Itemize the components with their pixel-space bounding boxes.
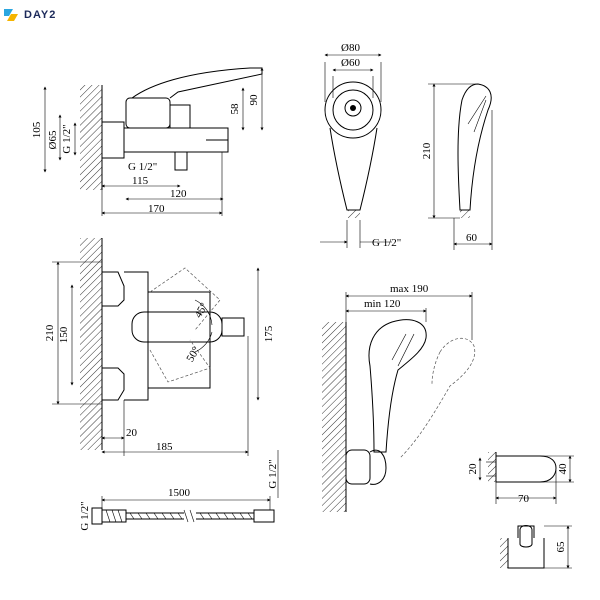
dim-shower-210: 210: [421, 142, 433, 159]
mixer-side-view: 105 Ø65 G 1/2" 58 90 G 1/2" 115 120 170: [31, 67, 264, 216]
dim-front-185: 185: [156, 441, 173, 453]
wall-hatch: [80, 85, 102, 190]
dim-d80: Ø80: [341, 42, 360, 54]
dim-115: 115: [132, 175, 149, 187]
dim-105: 105: [31, 121, 43, 138]
dim-65: Ø65: [47, 130, 59, 149]
dim-front-210: 210: [44, 324, 56, 341]
holder-detail-view: 20 40 70 65: [467, 452, 574, 569]
shower-side-view: 210 60: [421, 83, 493, 250]
brand-name: DAY2: [24, 9, 57, 21]
dim-hose-g12-right: G 1/2": [267, 459, 279, 488]
mixer-front-view: 210 150 175 45° 50° 20 185: [44, 238, 275, 456]
dim-max190: max 190: [390, 283, 429, 295]
day2-logo-icon: [4, 9, 18, 21]
dim-min120: min 120: [364, 298, 401, 310]
dim-holder-65: 65: [555, 541, 567, 553]
dim-d60: Ø60: [341, 57, 360, 69]
dim-g12: G 1/2": [61, 124, 73, 153]
dim-hose-g12-left: G 1/2": [79, 501, 91, 530]
dim-58: 58: [229, 103, 241, 115]
dim-90: 90: [248, 94, 260, 106]
brand-logo: DAY2: [2, 4, 72, 26]
dim-shower-60: 60: [466, 232, 478, 244]
dim-holder-70: 70: [518, 493, 530, 505]
dim-170: 170: [148, 203, 165, 215]
dim-holder-20: 20: [467, 463, 479, 475]
dim-shower-g12: G 1/2": [372, 237, 401, 249]
holder-install-view: max 190 min 120: [322, 283, 476, 512]
dim-front-150: 150: [58, 326, 70, 343]
angle-50: 50°: [184, 345, 202, 364]
shower-front-view: Ø80 Ø60 G 1/2": [320, 42, 401, 249]
dim-120: 120: [170, 188, 187, 200]
dim-1500: 1500: [168, 487, 191, 499]
dim-front-175: 175: [263, 325, 275, 342]
dim-front-20: 20: [126, 427, 138, 439]
dim-holder-40: 40: [557, 463, 569, 475]
hose-view: 1500 G 1/2" G 1/2": [79, 450, 279, 531]
angle-45: 45°: [192, 301, 210, 320]
dim-g12-bottom: G 1/2": [128, 161, 157, 173]
